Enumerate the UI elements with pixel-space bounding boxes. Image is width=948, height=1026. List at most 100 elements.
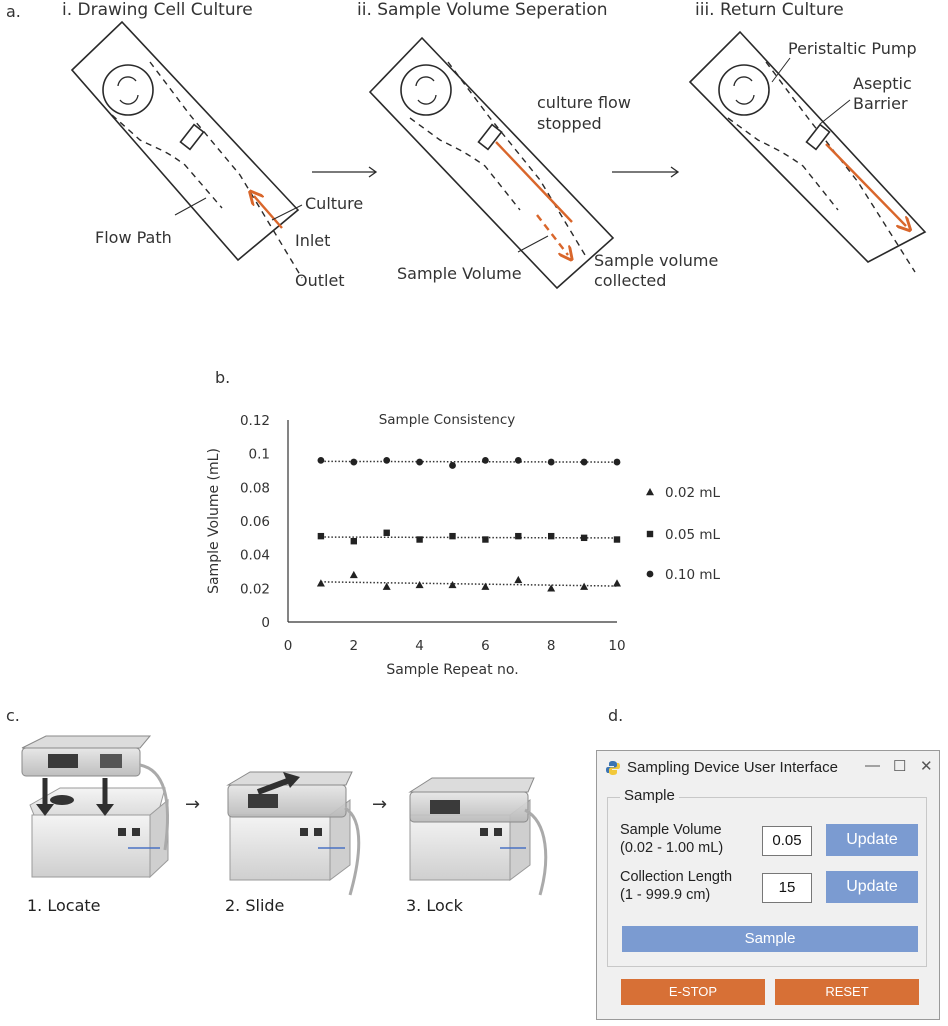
y-tick-label: 0.08 <box>240 480 270 496</box>
data-point-square <box>482 536 489 543</box>
y-tick-label: 0.02 <box>240 581 270 597</box>
close-icon[interactable]: ✕ <box>920 758 933 775</box>
update-volume-button[interactable]: Update <box>826 824 918 856</box>
label-culture: Culture <box>305 194 364 213</box>
x-axis-label: Sample Repeat no. <box>386 662 518 678</box>
aseptic-barrier-icon <box>477 123 503 151</box>
data-point-triangle <box>547 584 556 592</box>
data-point-square <box>548 532 555 540</box>
panel-a-letter: a. <box>6 2 21 21</box>
step-label-slide: 2. Slide <box>225 896 285 915</box>
python-logo-icon <box>606 761 620 775</box>
maximize-icon[interactable]: ☐ <box>893 758 907 775</box>
y-tick-label: 0 <box>261 615 270 631</box>
trendline-square <box>320 536 618 539</box>
sample-volume-input[interactable]: 0.05 <box>762 826 812 856</box>
y-tick-label: 0.1 <box>249 447 270 463</box>
aseptic-barrier-icon <box>805 123 831 151</box>
label-flow-path: Flow Path <box>95 228 172 247</box>
label-peristaltic-pump: Peristaltic Pump <box>788 39 917 58</box>
step-arrow-2: → <box>372 794 387 815</box>
data-point-circle <box>383 457 391 464</box>
panel-a-title-1: i. Drawing Cell Culture <box>62 0 253 20</box>
y-tick-label: 0.12 <box>240 413 270 429</box>
panel-c-illustrations: → → <box>21 735 548 896</box>
e-stop-button[interactable]: E-STOP <box>621 979 765 1005</box>
device-illustration-slide <box>226 771 361 896</box>
device-illustration-locate <box>21 735 170 879</box>
panel-c-letter: c. <box>6 706 20 725</box>
label-sample-volume-collected-2: collected <box>594 271 667 290</box>
data-point-square <box>416 536 423 543</box>
y-tick-label: 0.06 <box>240 514 270 530</box>
data-point-circle <box>350 458 358 466</box>
label-culture-flow-stopped-1: culture flow <box>537 93 631 112</box>
sample-volume-label: Sample Volume <box>620 822 722 838</box>
data-point-square <box>580 534 588 542</box>
data-point-square <box>613 536 621 543</box>
data-point-circle <box>482 457 489 464</box>
data-point-triangle <box>613 579 621 587</box>
pump-rotor-icon <box>718 64 770 116</box>
x-tick-label: 0 <box>284 638 293 654</box>
legend-label: 0.02 mL <box>665 485 721 501</box>
legend-label: 0.10 mL <box>665 567 721 583</box>
data-point-triangle <box>514 575 523 584</box>
pump-rotor-icon <box>400 64 452 116</box>
device-diagram-2 <box>368 36 615 290</box>
y-axis-label: Sample Volume (mL) <box>206 448 222 594</box>
data-point-circle <box>416 458 423 466</box>
data-point-circle <box>449 462 456 469</box>
legend-label: 0.05 mL <box>665 527 721 543</box>
step-label-locate: 1. Locate <box>27 896 101 915</box>
data-point-square <box>383 529 390 536</box>
data-point-triangle <box>415 580 424 589</box>
x-tick-label: 2 <box>350 638 359 654</box>
label-inlet: Inlet <box>295 231 331 250</box>
panel-a-title-2: ii. Sample Volume Seperation <box>357 0 608 20</box>
x-tick-label: 4 <box>415 638 424 654</box>
data-point-square <box>515 532 522 540</box>
label-sample-volume: Sample Volume <box>397 264 522 283</box>
data-point-triangle <box>448 580 457 589</box>
data-point-circle <box>317 457 325 464</box>
sample-consistency-chart: Sample Consistency Sample Repeat no. Sam… <box>206 412 721 678</box>
data-point-triangle <box>316 579 325 587</box>
data-point-circle <box>580 458 588 466</box>
data-point-square <box>317 532 325 540</box>
y-tick-label: 0.04 <box>240 548 270 564</box>
data-point-circle <box>547 458 555 466</box>
sample-group: Sample Sample Volume (0.02 - 1.00 mL) 0.… <box>607 787 927 967</box>
reset-button[interactable]: RESET <box>775 979 919 1005</box>
label-outlet: Outlet <box>295 271 345 290</box>
pump-rotor-icon <box>102 64 154 116</box>
legend-marker-square <box>646 530 654 538</box>
data-point-circle <box>613 458 621 466</box>
legend-marker-triangle <box>646 488 654 496</box>
device-diagram-3 <box>688 30 927 273</box>
legend-marker-circle <box>646 570 654 578</box>
collection-length-input[interactable]: 15 <box>762 873 812 903</box>
sample-button[interactable]: Sample <box>622 926 918 952</box>
inlet-flow-arrow <box>254 196 283 229</box>
x-tick-label: 8 <box>547 638 556 654</box>
sample-volume-range-label: (0.02 - 1.00 mL) <box>620 840 724 856</box>
panel-d-letter: d. <box>608 706 624 725</box>
data-point-triangle <box>580 582 589 590</box>
trendline-triangle <box>320 581 618 587</box>
step-label-lock: 3. Lock <box>406 896 463 915</box>
minimize-icon[interactable]: — <box>865 757 880 774</box>
label-aseptic-barrier-2: Barrier <box>853 94 908 113</box>
data-point-square <box>449 532 456 540</box>
update-length-button[interactable]: Update <box>826 871 918 903</box>
label-sample-volume-collected-1: Sample volume <box>594 251 719 270</box>
window-title: Sampling Device User Interface <box>627 759 838 776</box>
step-arrow-1: → <box>185 794 200 815</box>
collection-length-range-label: (1 - 999.9 cm) <box>620 887 711 903</box>
sample-group-label: Sample <box>620 787 679 804</box>
panel-b-letter: b. <box>215 368 231 387</box>
label-culture-flow-stopped-2: stopped <box>537 114 602 133</box>
x-tick-label: 6 <box>481 638 490 654</box>
x-tick-label: 10 <box>608 638 625 654</box>
label-aseptic-barrier-1: Aseptic <box>853 74 912 93</box>
